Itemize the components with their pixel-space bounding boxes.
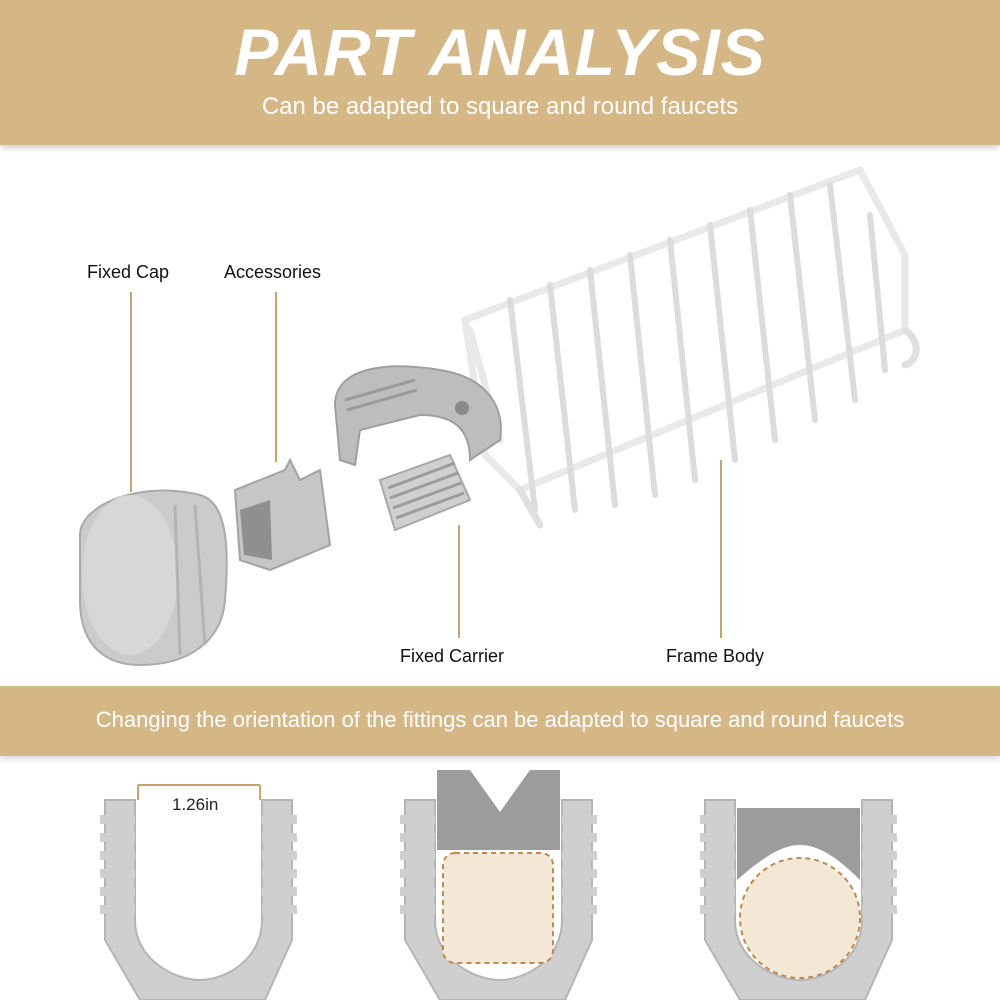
clamp-plain-ribs <box>100 815 297 914</box>
leader-fixed-carrier <box>458 525 460 638</box>
middle-banner <box>0 686 1000 756</box>
page-subtitle: Can be adapted to square and round fauce… <box>261 93 739 120</box>
width-dimension-label: 1.26in <box>172 795 219 814</box>
clamp-plain <box>104 799 293 1000</box>
clamp-round-ribs <box>700 815 897 914</box>
header-band <box>0 0 1000 145</box>
page-title: PART ANALYSIS <box>234 15 766 89</box>
label-fixed-carrier: Fixed Carrier <box>400 646 505 666</box>
label-accessories: Accessories <box>224 262 322 282</box>
square-faucet-outline <box>442 852 554 964</box>
width-dimension-line <box>137 784 261 800</box>
leader-accessories <box>275 292 277 462</box>
leader-fixed-cap <box>130 292 132 492</box>
leader-frame-body <box>720 460 722 638</box>
clamp-square-ribs <box>400 815 597 914</box>
accessories-part <box>233 457 332 572</box>
label-fixed-cap: Fixed Cap <box>87 262 170 282</box>
middle-banner-text: Changing the orientation of the fittings… <box>95 707 905 732</box>
square-insert-notch <box>470 770 530 812</box>
square-insert <box>437 770 560 850</box>
round-insert <box>737 808 860 880</box>
fixed-carrier-part <box>333 365 502 532</box>
frame-body-basket <box>461 166 920 529</box>
label-frame-body: Frame Body <box>666 646 765 666</box>
fixed-cap-part <box>79 489 228 667</box>
round-faucet-outline <box>739 857 861 979</box>
